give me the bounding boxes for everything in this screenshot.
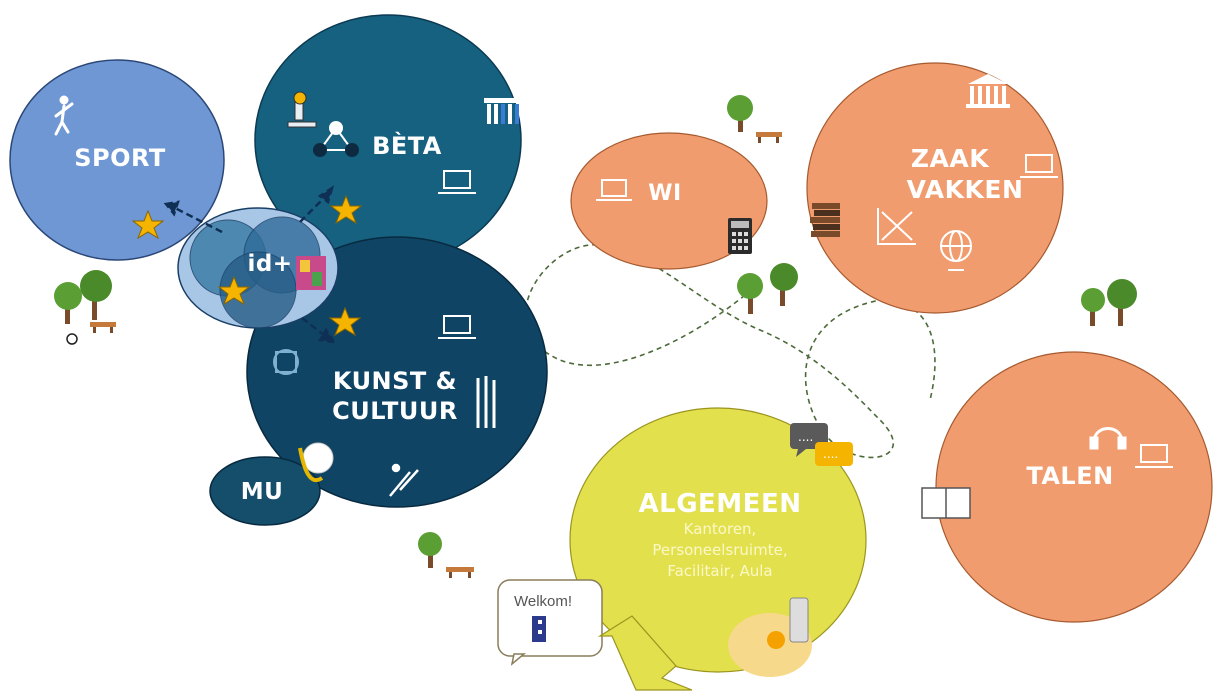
bench-icon <box>90 322 116 333</box>
wi-zone[interactable] <box>570 132 768 270</box>
chat-icon: .... .... <box>790 423 853 466</box>
headphones-icon <box>1089 427 1127 450</box>
ball-icon <box>66 333 78 345</box>
bench-icon <box>446 567 474 578</box>
zaak-label-1: ZAAK <box>910 144 990 173</box>
tree-icon <box>727 95 753 132</box>
laptop-icon <box>1020 154 1058 178</box>
microscope-icon <box>287 91 317 128</box>
star-icon <box>131 209 165 240</box>
arrows <box>163 185 337 344</box>
tree-icon <box>418 532 442 568</box>
book-icon <box>921 487 971 519</box>
mu-label: MU <box>240 479 284 505</box>
star-icons <box>131 194 363 337</box>
bench-icon <box>756 132 782 143</box>
welcome-sign <box>497 579 603 666</box>
wi-label: WI <box>648 181 682 206</box>
algemeen-sub-3: Facilitair, Aula <box>667 562 773 580</box>
svg-text:....: .... <box>823 447 838 461</box>
calculator-icon <box>728 218 752 254</box>
algemeen-sub-1: Kantoren, <box>683 520 757 538</box>
zaakvakken-zone[interactable] <box>806 62 1064 314</box>
pencils-icon <box>476 376 496 428</box>
bank-icon <box>966 74 1010 108</box>
star-icon <box>217 275 251 306</box>
algemeen-sub-2: Personeelsruimte, <box>652 541 788 559</box>
mu-zone[interactable] <box>209 456 321 526</box>
food-icon <box>728 597 812 677</box>
vitruvian-icon <box>273 349 299 375</box>
tree-icon <box>54 270 112 324</box>
laptop-icon <box>438 170 476 194</box>
molecule-icon <box>313 121 359 157</box>
school-logo-icon <box>532 616 546 642</box>
library-icon <box>484 98 520 124</box>
laptop-icon <box>438 315 476 339</box>
beta-label: BÈTA <box>372 132 442 160</box>
welcome-text: Welkom! <box>514 593 573 610</box>
talen-label: TALEN <box>1026 462 1114 490</box>
books-icon <box>810 203 840 237</box>
star-icon <box>328 306 362 337</box>
tree-icon <box>737 263 798 314</box>
dashed-path <box>524 244 936 459</box>
laptop-icon <box>596 179 632 201</box>
kunst-label-2: CULTUUR <box>332 397 458 425</box>
kunst-label-1: KUNST & <box>332 367 458 395</box>
laptop-icons <box>438 154 1173 468</box>
algemeen-label: ALGEMEEN <box>638 489 802 519</box>
zaak-label-2: VAKKEN <box>906 175 1024 204</box>
laptop-icon <box>1135 444 1173 468</box>
svg-text:....: .... <box>798 430 813 444</box>
saxophone-icon <box>298 442 334 482</box>
paint-icon <box>389 463 419 497</box>
sport-label: SPORT <box>74 144 166 172</box>
idplus-venn[interactable] <box>177 207 339 329</box>
graph-icon <box>877 208 916 245</box>
idplus-label: id+ <box>247 251 293 277</box>
tree-icon <box>1081 279 1137 326</box>
star-icon <box>329 194 363 225</box>
runner-icon <box>54 95 74 136</box>
entrance-arrow-icon <box>597 615 693 691</box>
globe-icon <box>940 230 972 271</box>
talen-zone[interactable] <box>935 351 1213 623</box>
